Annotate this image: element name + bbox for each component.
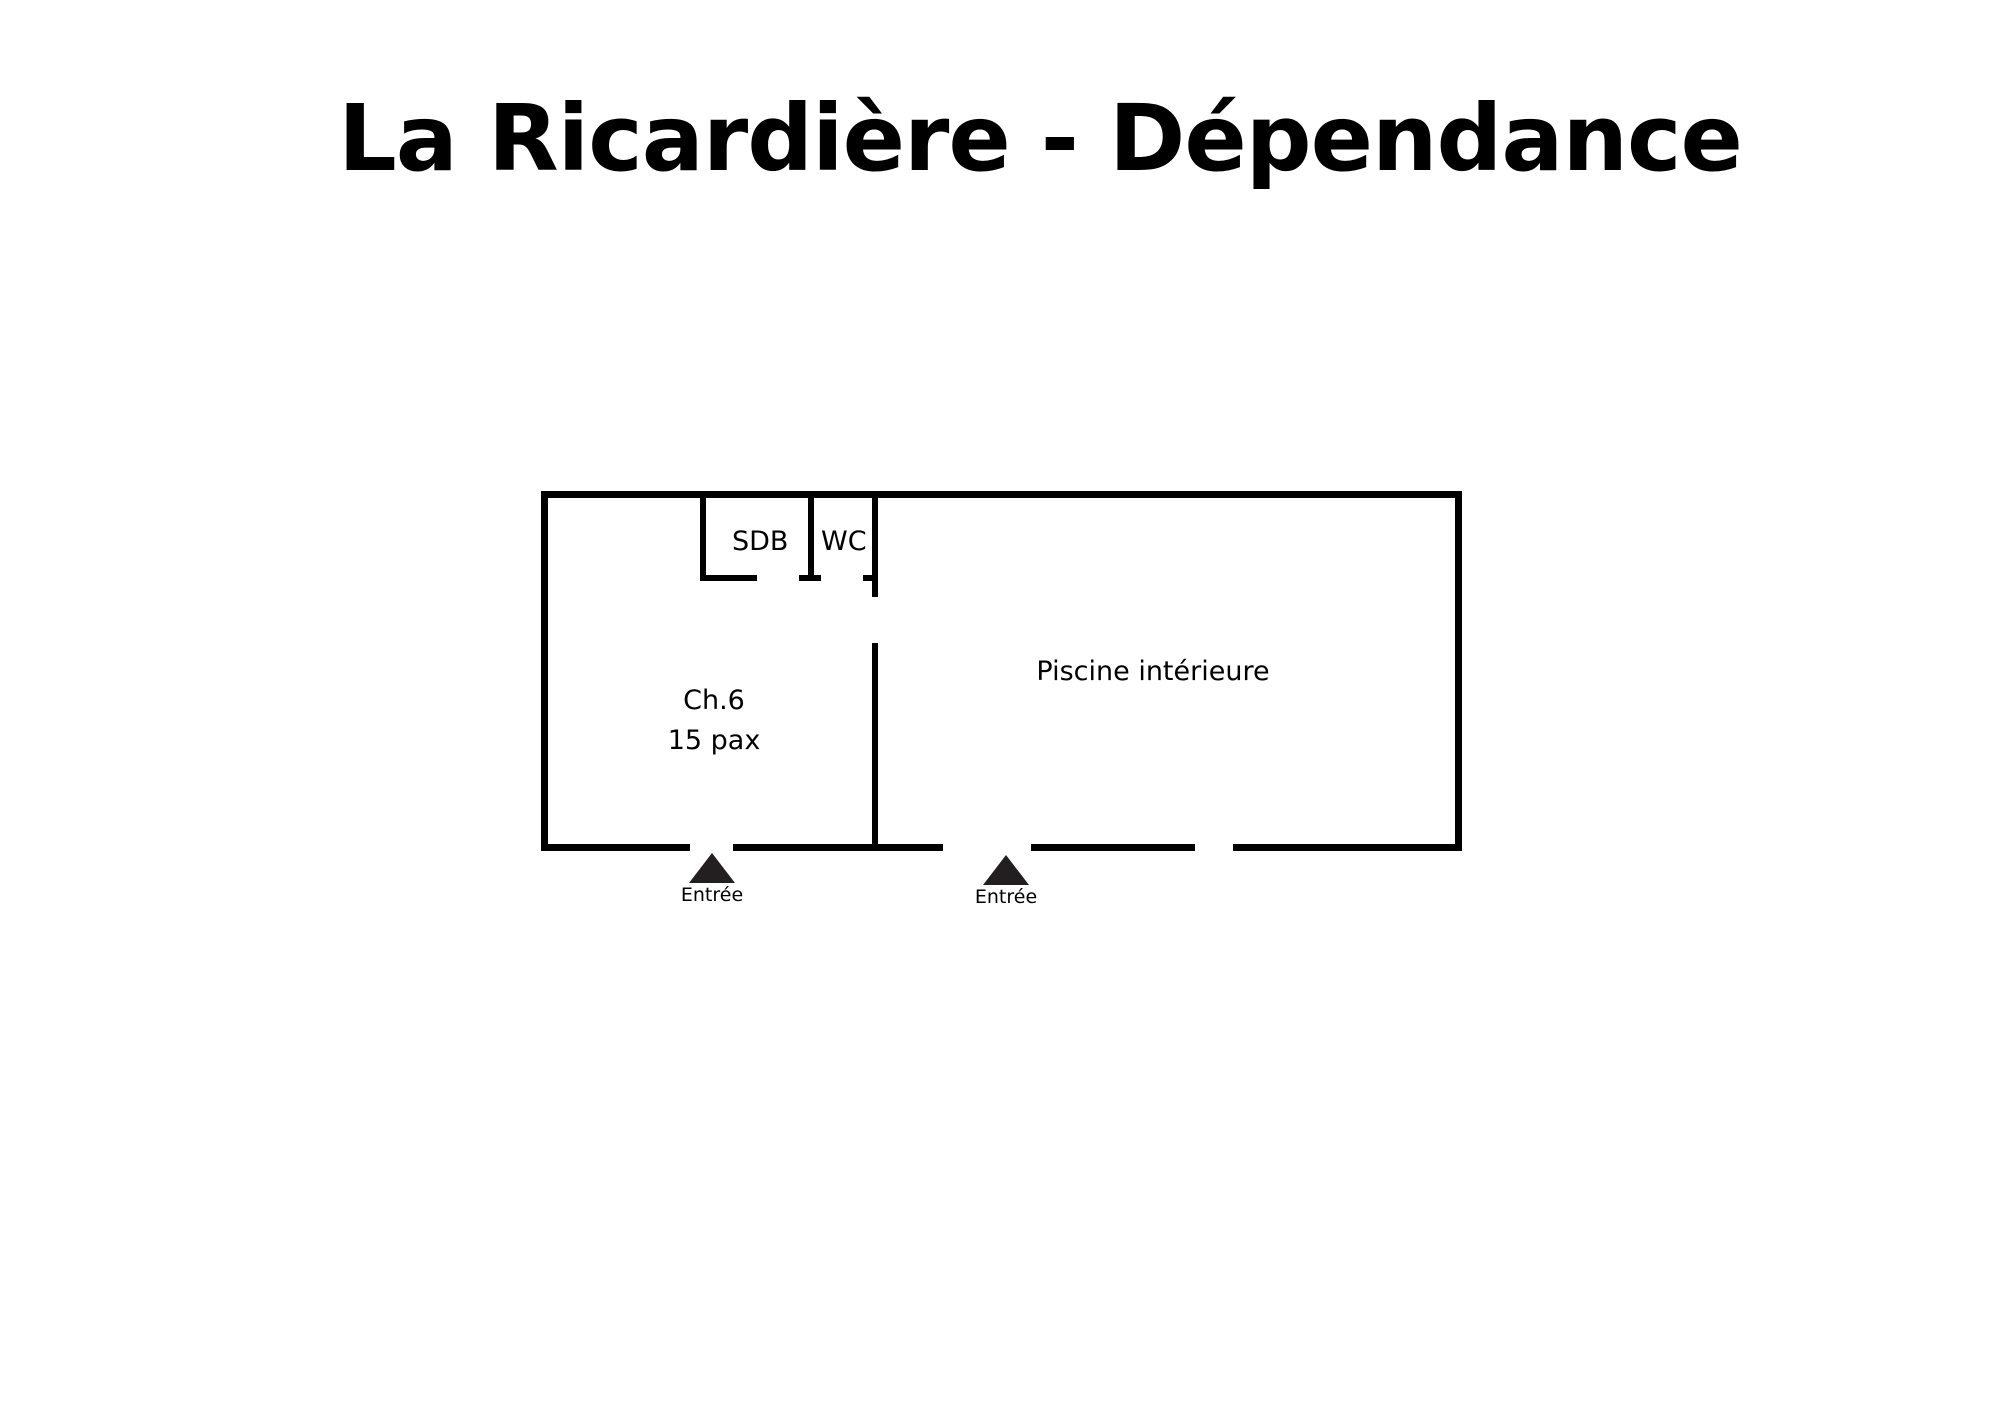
entrance-label: Entrée <box>680 884 744 906</box>
wall-right <box>1455 491 1462 851</box>
wall-bottom-seg-4 <box>1233 844 1462 851</box>
wc-wall-stub <box>863 575 875 581</box>
wall-top <box>542 491 1462 498</box>
sdb-wc-divider <box>808 491 814 581</box>
wall-bottom-seg-3 <box>1031 844 1195 851</box>
sdb-wall-bottom <box>700 575 757 581</box>
wall-divider-lower <box>872 643 878 851</box>
sdb-wall-left <box>700 491 706 581</box>
room-capacity-ch6: 15 pax <box>667 725 761 756</box>
entrance-marker-icon <box>689 853 735 883</box>
entrance-label: Entrée <box>974 886 1038 908</box>
sdb-wc-divider-foot <box>799 575 821 581</box>
wall-divider-upper <box>872 491 878 597</box>
room-label-pool: Piscine intérieure <box>1036 656 1270 687</box>
page-title: La Ricardière - Dépendance <box>338 85 1743 192</box>
room-label-wc: WC <box>821 526 867 557</box>
wall-left <box>541 491 548 851</box>
wall-bottom-seg-2 <box>733 844 943 851</box>
entrance-marker-icon <box>983 855 1029 885</box>
room-label-sdb: SDB <box>732 526 789 557</box>
room-label-ch6: Ch.6 <box>683 685 745 716</box>
wall-bottom-seg-1 <box>541 844 690 851</box>
